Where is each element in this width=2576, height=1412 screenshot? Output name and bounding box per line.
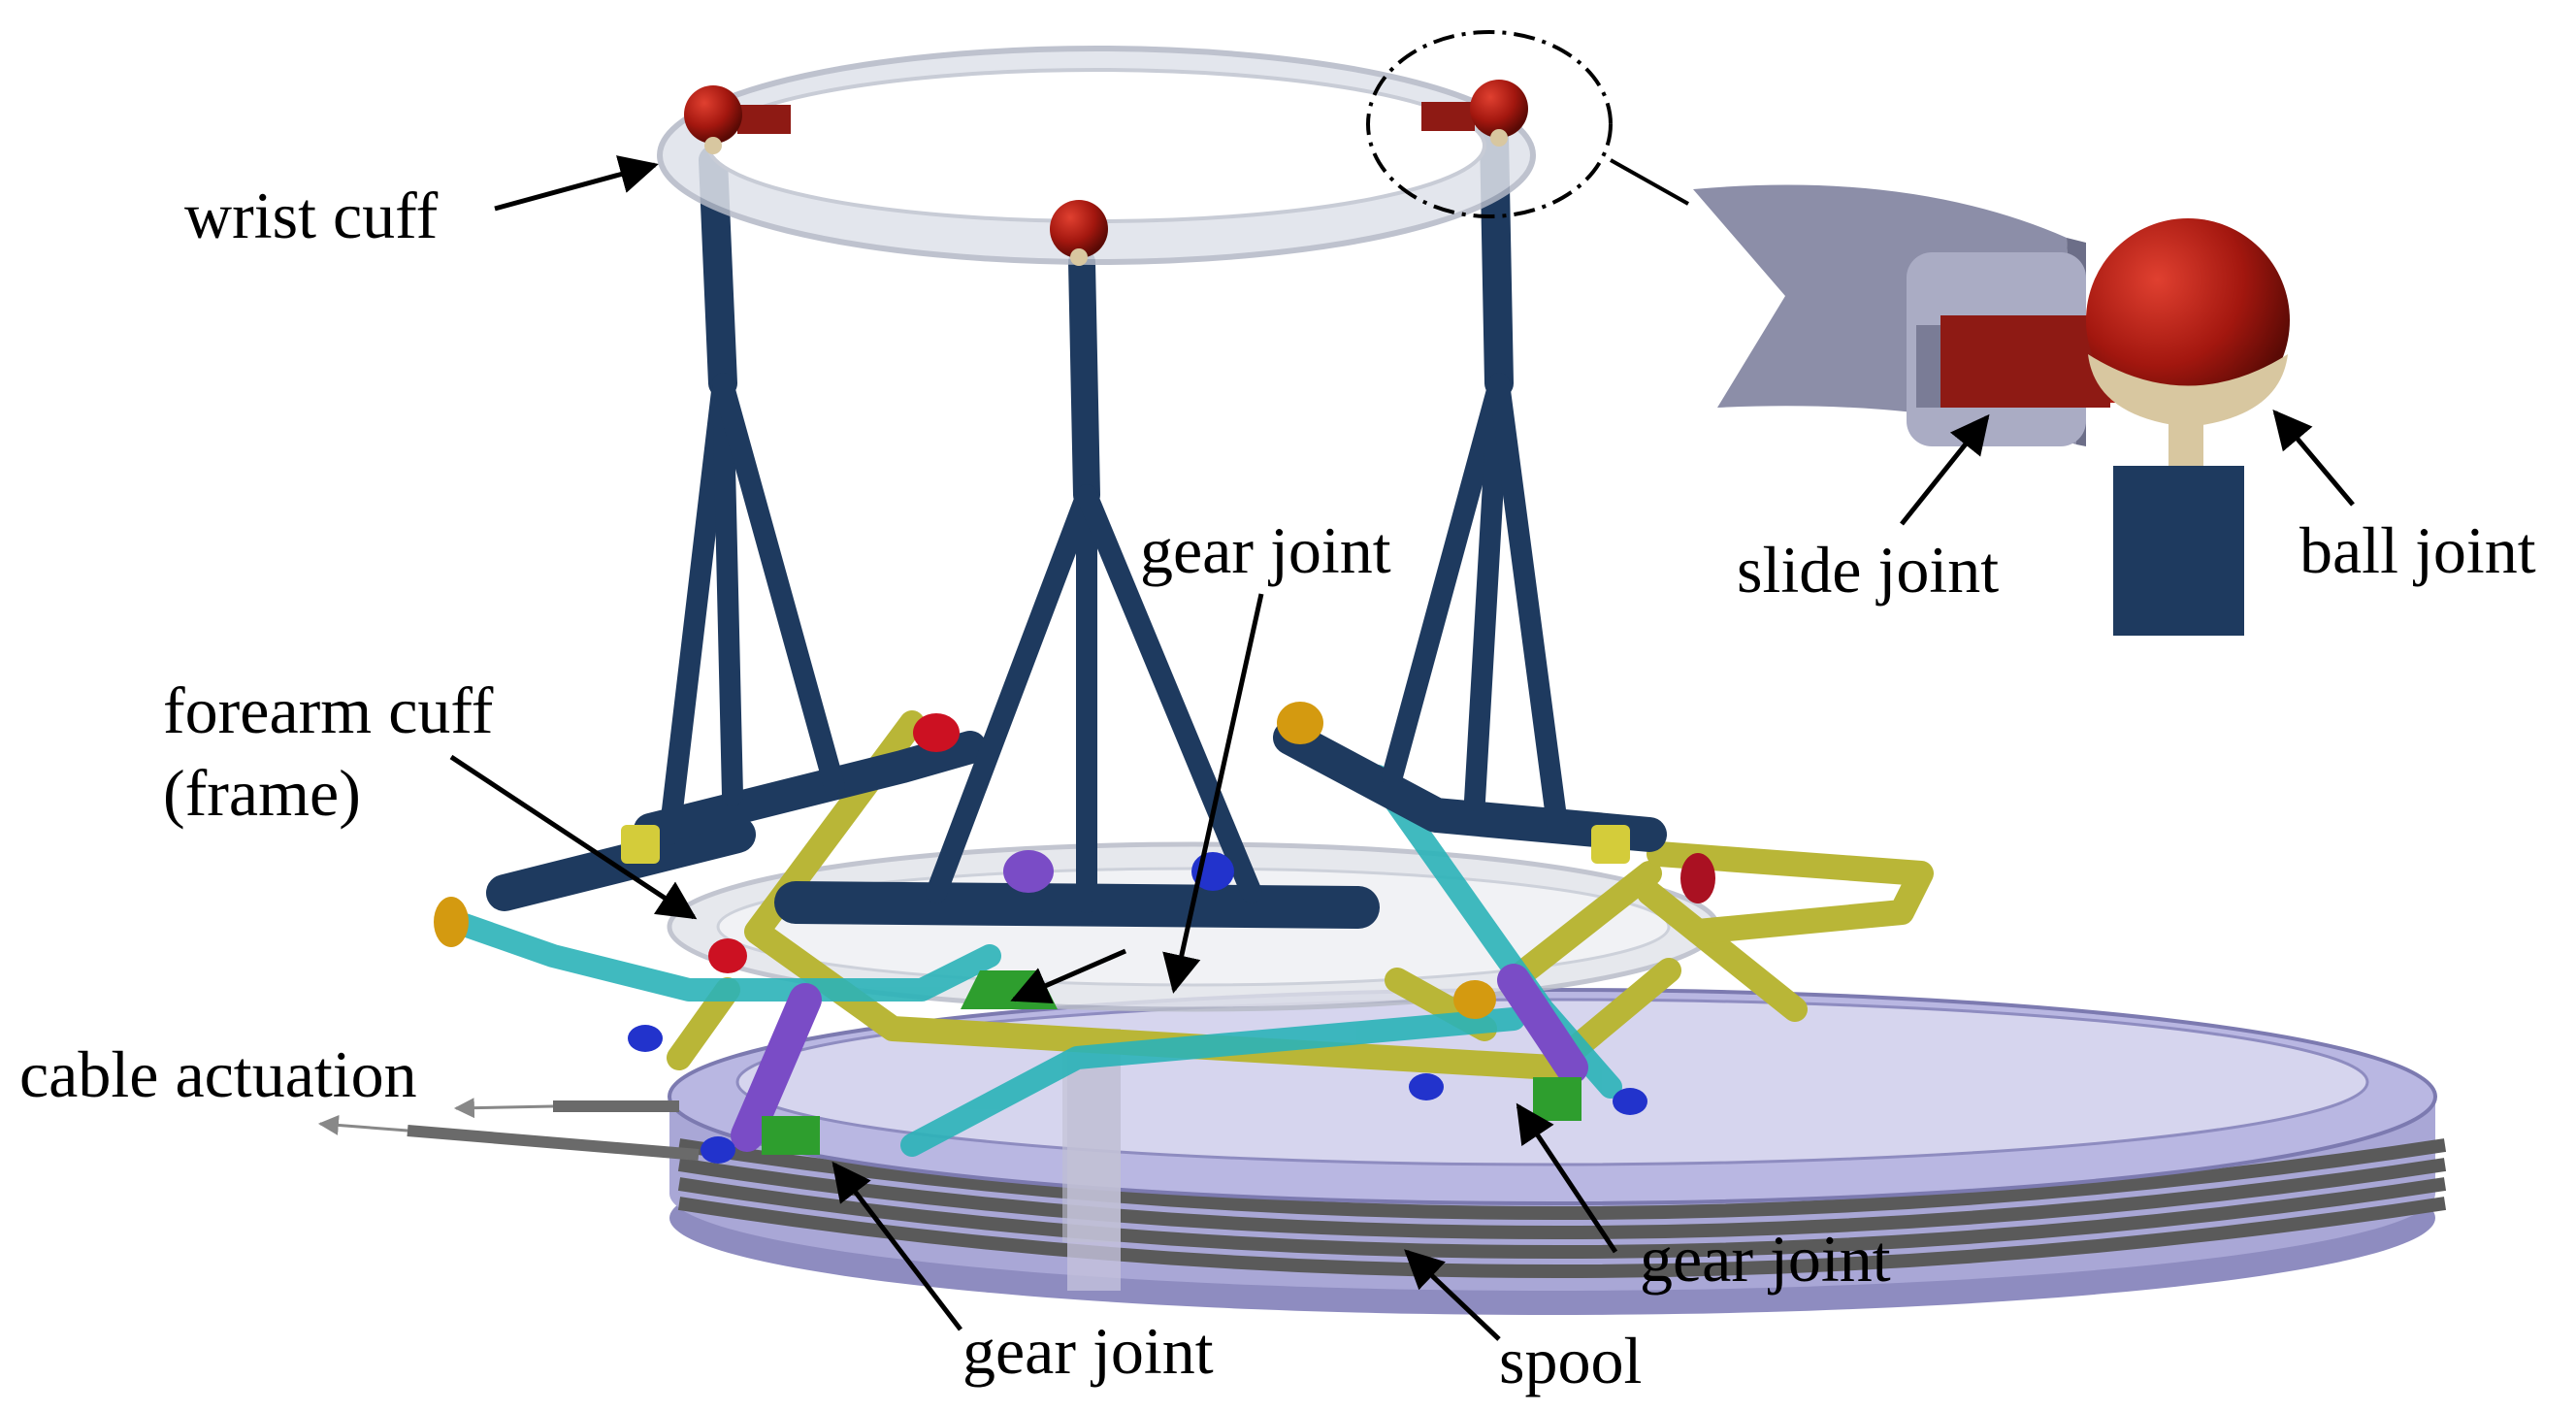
annotation-arrows <box>449 155 2355 1341</box>
frame-structure <box>486 121 1667 929</box>
cable-coil <box>677 1138 2447 1278</box>
wrist-ball-joints <box>684 80 1528 266</box>
label-gear-joint-bottom-right: gear joint <box>1640 1222 1891 1296</box>
inset-detail <box>1693 184 2290 636</box>
purple-links <box>731 964 1588 1152</box>
label-forearm-cuff-frame: (frame) <box>163 756 361 830</box>
label-forearm-cuff: forearm cuff <box>163 673 494 747</box>
label-spool: spool <box>1499 1324 1643 1397</box>
cable-arrow-1 <box>453 1098 554 1119</box>
label-slide-joint: slide joint <box>1737 533 2000 607</box>
zoom-indicator-circle <box>1366 30 1613 218</box>
label-ball-joint: ball joint <box>2299 513 2536 587</box>
label-gear-joint-bottom-left: gear joint <box>962 1314 1214 1388</box>
label-cable-actuation: cable actuation <box>19 1037 417 1111</box>
cable-lines <box>407 1100 700 1161</box>
zoom-connector-line <box>1610 158 1689 206</box>
label-wrist-cuff: wrist cuff <box>184 179 439 252</box>
label-gear-joint-top: gear joint <box>1140 513 1391 587</box>
wrist-cuff-ring <box>657 46 1536 265</box>
cable-arrow-2 <box>317 1114 408 1135</box>
